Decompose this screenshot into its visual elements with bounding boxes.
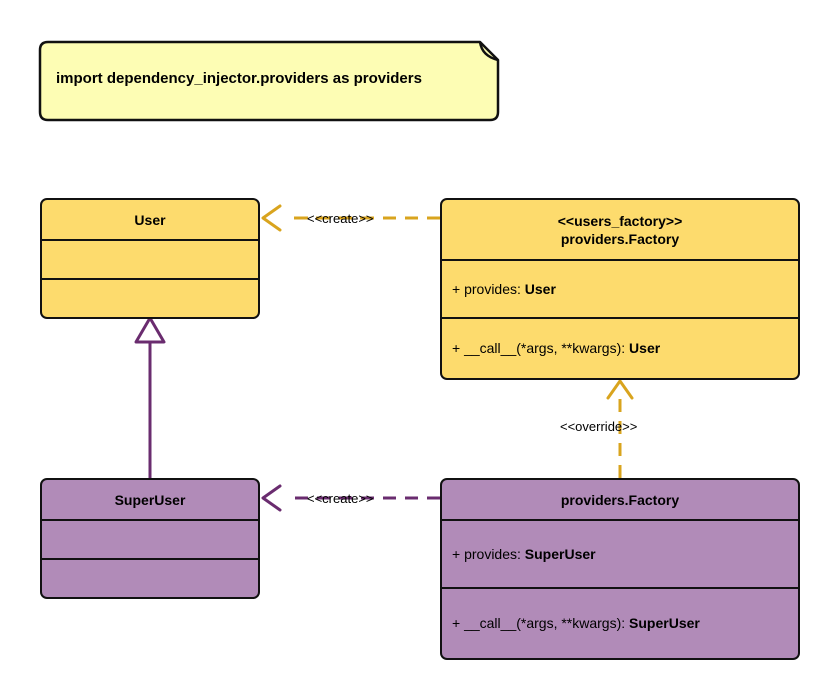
edge-label-override: <<override>>: [560, 419, 638, 434]
edge-label-create-superuser: <<create>>: [307, 491, 374, 506]
class-title-providers-factory: providers.Factory: [442, 480, 798, 521]
note-fold-icon: [478, 41, 499, 62]
class-method-row: + __call__(*args, **kwargs): User: [442, 319, 798, 377]
attribute-name: provides:: [464, 281, 521, 297]
class-attributes-superuser: [42, 521, 258, 560]
attribute-type: SuperUser: [524, 546, 596, 562]
class-methods-user: [42, 280, 258, 316]
class-box-superuser[interactable]: SuperUser: [40, 478, 260, 599]
method-name: __call__(*args, **kwargs):: [464, 340, 626, 356]
method-visibility: +: [452, 615, 461, 631]
arrowhead-open-left: [261, 204, 282, 232]
class-attribute-row: + provides: SuperUser: [442, 521, 798, 589]
class-name-providers-factory: providers.Factory: [560, 491, 680, 508]
class-title-superuser: SuperUser: [42, 480, 258, 521]
edge-generalization: [134, 316, 166, 478]
class-box-users-factory[interactable]: <<users_factory>> providers.Factory + pr…: [440, 198, 800, 380]
class-name-users-factory: providers.Factory: [560, 230, 680, 247]
note-import: import dependency_injector.providers as …: [38, 40, 500, 122]
method-type: SuperUser: [629, 615, 700, 631]
attribute-visibility: +: [452, 281, 461, 297]
class-attributes-user: [42, 241, 258, 280]
arrowhead-open-left: [261, 484, 282, 512]
class-method-row: + __call__(*args, **kwargs): SuperUser: [442, 589, 798, 657]
class-box-user[interactable]: User: [40, 198, 260, 319]
attribute-name: provides:: [464, 546, 521, 562]
note-shape: [38, 40, 500, 122]
note-text: import dependency_injector.providers as …: [56, 70, 422, 87]
attribute-visibility: +: [452, 546, 461, 562]
method-visibility: +: [452, 340, 461, 356]
edge-create-superuser: [261, 484, 440, 512]
class-title-users-factory: <<users_factory>> providers.Factory: [442, 200, 798, 261]
edge-override: [606, 379, 634, 478]
class-stereotype-users-factory: <<users_factory>>: [557, 212, 683, 229]
method-name: __call__(*args, **kwargs):: [464, 615, 626, 631]
attribute-type: User: [524, 281, 556, 297]
method-type: User: [629, 340, 661, 356]
class-title-user: User: [42, 200, 258, 241]
class-box-providers-factory[interactable]: providers.Factory + provides: SuperUser …: [440, 478, 800, 660]
arrowhead-hollow-triangle: [134, 316, 166, 344]
class-attribute-row: + provides: User: [442, 261, 798, 319]
edge-create-user: [261, 204, 440, 232]
class-methods-superuser: [42, 560, 258, 596]
arrowhead-open-up: [606, 379, 634, 400]
edge-label-create-user: <<create>>: [307, 211, 374, 226]
